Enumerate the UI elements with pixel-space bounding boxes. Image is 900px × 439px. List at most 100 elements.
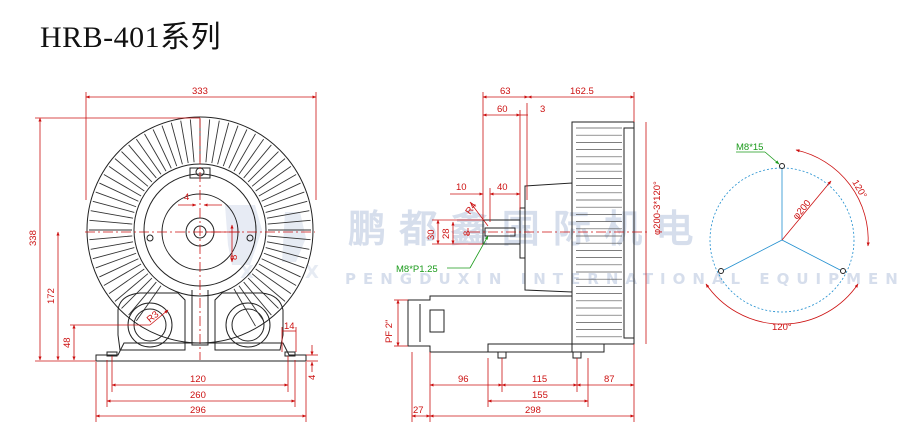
cooling-fin — [108, 268, 145, 295]
cooling-fin — [222, 125, 239, 167]
bolt-hole-right — [840, 268, 846, 274]
cooling-fin — [243, 281, 272, 316]
dim-key-depth: 8 — [229, 255, 240, 260]
dim-87: 87 — [604, 374, 615, 385]
cooling-fin — [121, 151, 153, 183]
cooling-fin — [135, 138, 162, 175]
outlet-right — [225, 302, 271, 348]
cooling-fin — [95, 252, 137, 269]
cooling-fin — [247, 151, 279, 183]
dim-shaft-offset: 4 — [184, 192, 189, 203]
cooling-fin — [217, 122, 230, 165]
cooling-fin — [228, 129, 248, 169]
dim-40: 40 — [497, 182, 508, 193]
side-fins — [576, 127, 622, 338]
dim-flange-dia: φ200-3*120° — [652, 181, 663, 235]
dim-foot-thickness: 14 — [284, 321, 295, 332]
cooling-fin — [263, 191, 305, 208]
flange-view: φ200 120° 120° M8*15 — [705, 142, 870, 333]
cooling-fin — [144, 133, 167, 172]
cooling-fin — [238, 138, 265, 175]
dim-angle-a: 120° — [849, 178, 868, 201]
cooling-fin — [258, 263, 297, 286]
cooling-fin — [255, 268, 292, 295]
cooling-fin — [180, 120, 189, 164]
cooling-fin — [261, 258, 301, 278]
dim-foot-height: 4 — [307, 375, 318, 380]
cooling-fin — [205, 119, 211, 163]
cooling-fin — [266, 210, 310, 219]
cooling-fin — [161, 125, 178, 167]
dim-60: 60 — [497, 104, 508, 115]
cooling-fin — [108, 165, 145, 192]
cooling-fin — [267, 219, 311, 225]
dim-port-thread: PF 2" — [384, 320, 395, 343]
svg-text:X: X — [240, 262, 254, 283]
dim-base-width: 296 — [190, 405, 206, 416]
cooling-fins — [89, 119, 311, 327]
cooling-fin — [92, 247, 135, 260]
cooling-fin — [263, 252, 305, 269]
dim-10: 10 — [456, 182, 467, 193]
dim-shaft-dia: 30 — [426, 229, 437, 240]
dim-162-5: 162.5 — [570, 86, 594, 97]
cooling-fin — [128, 281, 157, 316]
dim-3: 3 — [540, 104, 545, 115]
cooling-fin — [128, 144, 157, 179]
cooling-fin — [255, 165, 292, 192]
dim-63: 63 — [500, 86, 511, 97]
dim-height-base: 48 — [62, 337, 73, 348]
dim-foot-span: 260 — [190, 390, 206, 401]
dim-pcd: φ200 — [791, 198, 814, 222]
cooling-fin — [266, 241, 310, 250]
cooling-fin — [114, 158, 149, 187]
cooling-fin — [95, 191, 137, 208]
dim-height-center: 172 — [46, 288, 57, 304]
cooling-fin — [265, 200, 308, 213]
cooling-fin — [233, 133, 256, 172]
cooling-fin — [243, 144, 272, 179]
cooling-fin — [89, 219, 133, 225]
cooling-fin — [233, 288, 256, 327]
dim-155: 155 — [532, 390, 548, 401]
cooling-fin — [152, 129, 172, 169]
watermark: X X 鹏 都 鑫 国 际 机 电 PENGDUXIN INTERNATIONA… — [225, 205, 900, 288]
side-base — [487, 343, 605, 353]
watermark-subtext: PENGDUXIN INTERNATIONAL EQUIPMENT — [345, 270, 900, 288]
cooling-fin — [251, 158, 286, 187]
cooling-fin — [251, 273, 286, 302]
label-shaft-thread: M8*P1.25 — [396, 264, 438, 275]
dim-96: 96 — [458, 374, 469, 385]
dim-key-height: 28 — [441, 228, 452, 239]
cooling-fin — [103, 263, 142, 286]
cooling-fin — [189, 119, 195, 163]
base-foot — [95, 342, 307, 362]
svg-text:X: X — [305, 262, 319, 283]
dim-key-width: 8 — [462, 231, 473, 236]
cooling-fin — [89, 235, 133, 241]
cooling-fin — [267, 235, 311, 241]
dim-115: 115 — [532, 374, 547, 385]
cooling-fin — [99, 182, 139, 202]
bolt-hole-left — [718, 268, 724, 274]
label-bolt: M8*15 — [736, 142, 763, 153]
watermark-text: 鹏 都 鑫 国 际 机 电 — [348, 207, 693, 251]
cooling-fin — [92, 200, 135, 213]
cooling-fin — [99, 258, 139, 278]
bolt-hole-top — [779, 163, 785, 169]
dim-27: 27 — [413, 405, 424, 416]
cooling-fin — [265, 247, 308, 260]
dim-width-top: 333 — [192, 86, 208, 97]
cooling-fin — [90, 241, 134, 250]
cooling-fin — [103, 174, 142, 197]
dim-angle-b: 120° — [772, 322, 792, 333]
dim-height-total: 338 — [28, 230, 39, 246]
cooling-fin — [261, 182, 301, 202]
front-view: 333 338 172 48 4 8 R3 14 4 — [28, 86, 318, 422]
page-title: HRB-401系列 — [40, 21, 222, 54]
cooling-fin — [170, 122, 183, 165]
cooling-fin — [211, 120, 220, 164]
dim-298: 298 — [525, 405, 541, 416]
cooling-fin — [90, 210, 134, 219]
